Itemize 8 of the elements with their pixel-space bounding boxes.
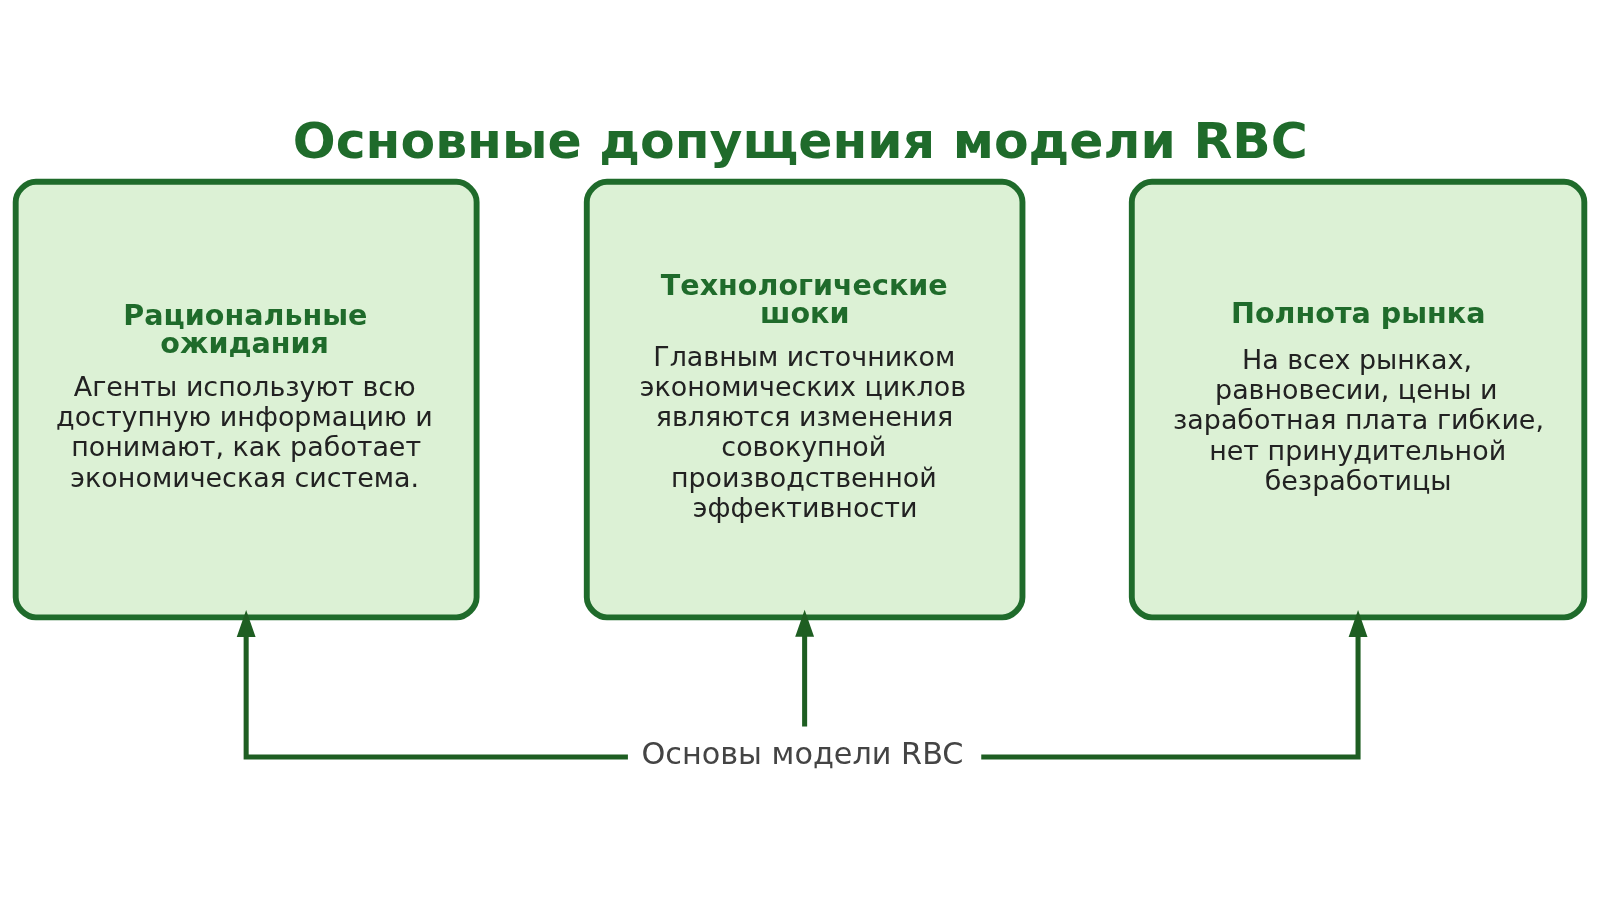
node-box: Полнота рынка На всех рынках, равновесии, цены и заработная плата гибкие, нет принудительной безработицы <box>1128 178 1588 620</box>
node-box: Рациональные ожидания Агенты используют всю доступную информацию и понимают, как работает экономическая система. <box>12 178 480 620</box>
arrow <box>236 609 628 759</box>
arrow <box>981 609 1368 759</box>
diagram-title: Основные допущения модели RBC <box>292 110 1308 170</box>
node-text: Основы модели RBC <box>641 735 964 771</box>
node-box: Технологические шоки Главным источником экономических циклов являются изменения совокупной производственной эффективности <box>583 178 1026 620</box>
arrow <box>795 609 815 726</box>
